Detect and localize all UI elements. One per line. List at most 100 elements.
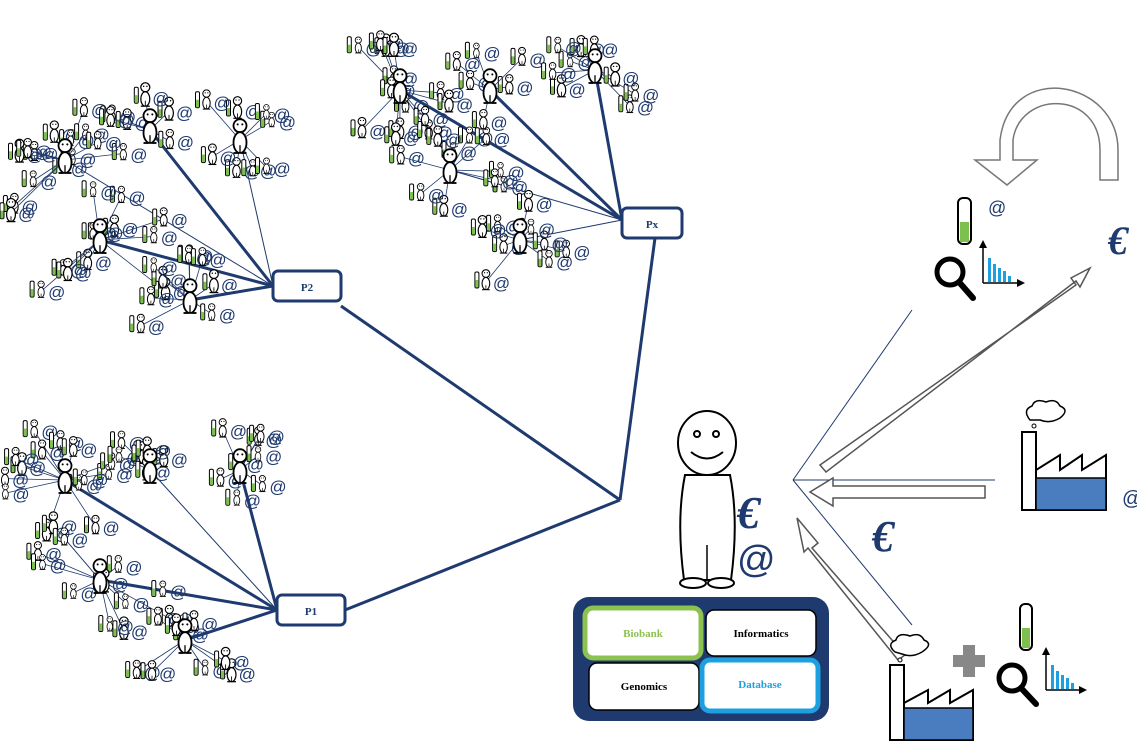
participant-icon <box>70 583 77 599</box>
infrastructure-panel: Biobank Informatics Genomics Database <box>573 597 829 721</box>
cluster-link-line <box>238 469 279 611</box>
participant-icon <box>37 280 45 298</box>
participant-icon <box>117 430 126 449</box>
participant-icon <box>416 182 425 202</box>
participant-at-symbol: @ <box>161 259 178 278</box>
participant-at-symbol: @ <box>569 80 586 99</box>
participant-at-symbol: @ <box>118 111 135 130</box>
sample-tube-icon <box>474 271 480 289</box>
central-euro-symbol: € <box>736 487 762 538</box>
participant-icon <box>482 126 491 145</box>
participant-icon <box>136 313 145 334</box>
participant-icon <box>198 247 207 266</box>
sample-tube-icon <box>603 66 609 84</box>
sample-tube-icon <box>546 36 552 54</box>
participant-icon <box>147 660 157 681</box>
cluster-link-line <box>64 478 278 612</box>
participant-cluster: @@@@@@@@@ <box>125 606 278 684</box>
hub-participant-icon <box>182 278 198 314</box>
participant-at-symbol: @ <box>483 44 500 63</box>
participant-link <box>400 156 451 171</box>
participant-at-symbol: @ <box>45 545 62 564</box>
participant-at-symbol: @ <box>265 430 282 449</box>
participant-at-symbol: @ <box>171 211 188 230</box>
sample-tube-icon <box>42 123 48 141</box>
participant-icon <box>444 89 454 113</box>
cluster-link-line <box>593 69 624 221</box>
sample-tube-icon <box>56 261 62 279</box>
participant-icon <box>106 616 113 632</box>
node-p2-label: P2 <box>301 282 314 294</box>
sample-tube-icon <box>107 445 113 463</box>
participant-icon <box>89 181 97 197</box>
sample-tube-icon <box>35 522 41 539</box>
participant-at-symbol: @ <box>637 98 654 117</box>
participant-cluster: @@@@@@@@@@@@@@ <box>0 419 278 612</box>
participant-cluster: @@@@@@@@@ <box>541 34 659 221</box>
participant-at-symbol: @ <box>622 69 639 88</box>
participant-icon <box>93 131 102 150</box>
participant-at-symbol: @ <box>86 476 103 495</box>
database-label: Database <box>738 679 782 691</box>
participant-at-symbol: @ <box>428 186 445 205</box>
participant-at-symbol: @ <box>177 133 194 152</box>
participant-at-symbol: @ <box>274 160 291 179</box>
participant-at-symbol: @ <box>573 243 590 262</box>
node-p1: P1 <box>275 593 347 627</box>
participant-icon <box>49 120 59 143</box>
participant-at-symbol: @ <box>50 556 67 575</box>
sample-tube-icon <box>382 37 388 54</box>
sample-tube-icon <box>26 542 32 560</box>
participant-at-symbol: @ <box>265 448 282 467</box>
participant-at-symbol: @ <box>445 130 462 149</box>
participant-icon <box>263 157 270 174</box>
participant-at-symbol: @ <box>125 558 142 577</box>
participant-at-symbol: @ <box>112 575 129 594</box>
participant-at-symbol: @ <box>41 145 58 164</box>
sample-tube-icon <box>413 107 419 125</box>
sample-tube-icon <box>464 41 470 59</box>
cluster-link-line <box>149 469 278 611</box>
participant-link <box>15 458 66 481</box>
cluster-link-line <box>64 159 274 287</box>
sample-tube-icon <box>618 95 624 113</box>
cluster-link-line <box>184 608 278 642</box>
sample-tube-icon <box>22 420 28 438</box>
participant-at-symbol: @ <box>18 205 35 224</box>
participant-link <box>21 466 66 481</box>
cluster-link-line <box>189 284 274 302</box>
participant-at-symbol: @ <box>40 173 57 192</box>
sample-tube-icon <box>142 256 148 273</box>
participant-icon <box>39 554 46 571</box>
sample-tube-icon <box>86 131 92 149</box>
sample-tube-icon <box>437 93 443 110</box>
participant-link <box>5 479 66 494</box>
hub-participant-icon <box>587 48 603 84</box>
participant-at-symbol: @ <box>75 264 92 283</box>
participant-at-symbol: @ <box>131 623 148 642</box>
sample-tube-icon <box>346 36 352 54</box>
hub-participant-icon <box>142 448 158 484</box>
participant-cluster: @@@@@@@@ <box>208 418 287 611</box>
participant-cluster: @ @ @ @ @ @ <box>99 82 275 287</box>
participant-at-symbol: @ <box>159 665 176 684</box>
participant-at-symbol: @ <box>130 146 147 165</box>
participant-at-symbol: @ <box>239 665 256 684</box>
participant-link <box>206 101 241 141</box>
industry-euro-symbol: € <box>871 512 896 561</box>
participant-icon <box>2 483 9 500</box>
hub-participant-icon <box>57 458 73 494</box>
participant-icon <box>60 527 69 546</box>
participant-at-symbol: @ <box>642 86 659 105</box>
participant-at-symbol: @ <box>48 283 65 302</box>
participant-at-symbol: @ <box>219 306 236 325</box>
sample-tube-icon <box>368 32 374 50</box>
participant-cluster: @@@@@@@@@@@@@@ <box>346 30 623 222</box>
participant-at-symbol: @ <box>219 149 236 168</box>
sample-tube-icon <box>532 232 538 250</box>
test-tube-icon <box>957 197 972 245</box>
participant-icon <box>115 446 123 463</box>
sample-tube-icon <box>142 226 148 243</box>
participant-icon <box>140 82 151 107</box>
participant-at-symbol: @ <box>105 134 122 153</box>
